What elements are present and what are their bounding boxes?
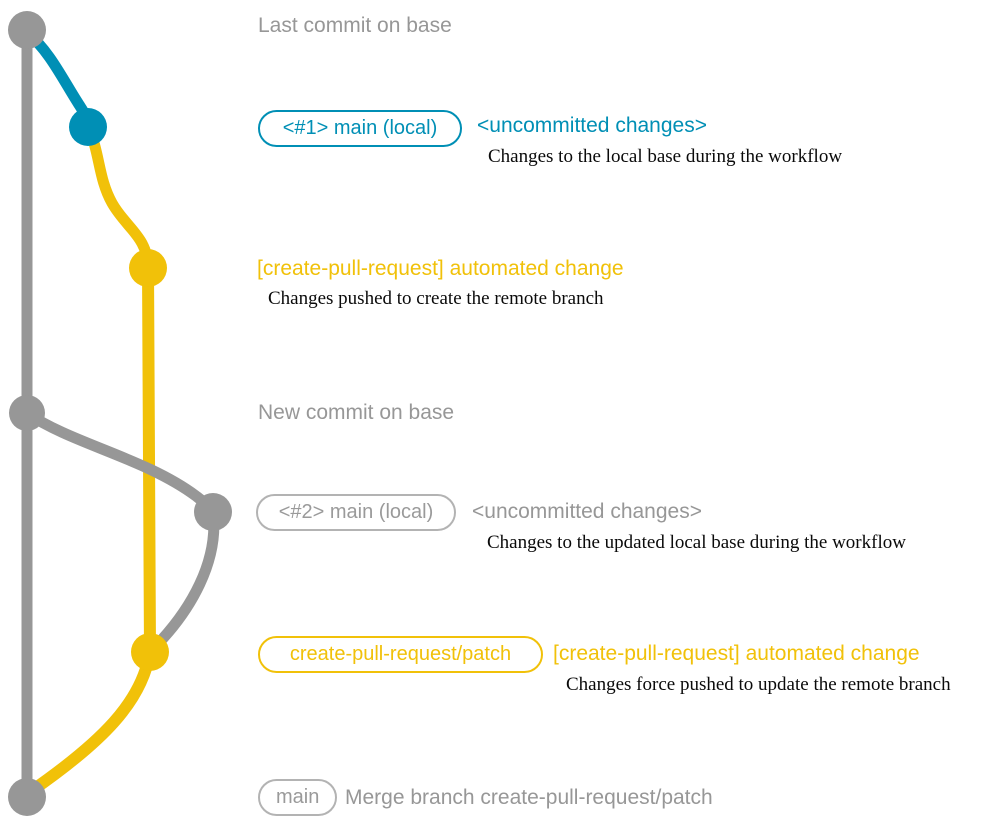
commit-patch-automated-2 — [131, 633, 169, 671]
note-automated-2: Changes force pushed to update the remot… — [566, 674, 951, 695]
commit-local-uncommitted-2 — [194, 493, 232, 531]
note-automated-1: Changes pushed to create the remote bran… — [268, 288, 604, 309]
edge-patch-branch-out-1 — [82, 121, 154, 274]
branch-label-main-local-1: <#1> main (local) — [258, 110, 462, 147]
commit-message-automated-2: [create-pull-request] automated change — [553, 642, 920, 665]
commit-main-merge — [8, 778, 46, 816]
commit-message-automated-1: [create-pull-request] automated change — [257, 257, 624, 280]
branch-label-main: main — [258, 779, 338, 816]
edge-base-branch-out-2 — [21, 407, 219, 518]
edge-base-into-patch — [146, 506, 220, 656]
branch-label-main-local-2: <#2> main (local) — [256, 494, 456, 531]
commit-base-last — [8, 11, 46, 49]
edge-patch-vertical — [142, 262, 156, 658]
commit-local-uncommitted-1 — [69, 108, 107, 146]
commit-message-uncommitted-2: <uncommitted changes> — [472, 500, 702, 523]
note-uncommitted-2: Changes to the updated local base during… — [487, 532, 906, 553]
commit-message-uncommitted-1: <uncommitted changes> — [477, 114, 707, 137]
caption-merge-message: Merge branch create-pull-request/patch — [345, 786, 713, 809]
caption-new-commit-on-base: New commit on base — [258, 401, 455, 424]
caption-last-commit-on-base: Last commit on base — [258, 14, 452, 37]
git-graph — [8, 11, 232, 816]
edge-patch-merge-to-main — [24, 646, 156, 798]
note-uncommitted-1: Changes to the local base during the wor… — [488, 146, 843, 167]
branch-label-patch: create-pull-request/patch — [258, 636, 543, 673]
commit-base-new — [9, 395, 45, 431]
commit-patch-automated-1 — [129, 249, 167, 287]
